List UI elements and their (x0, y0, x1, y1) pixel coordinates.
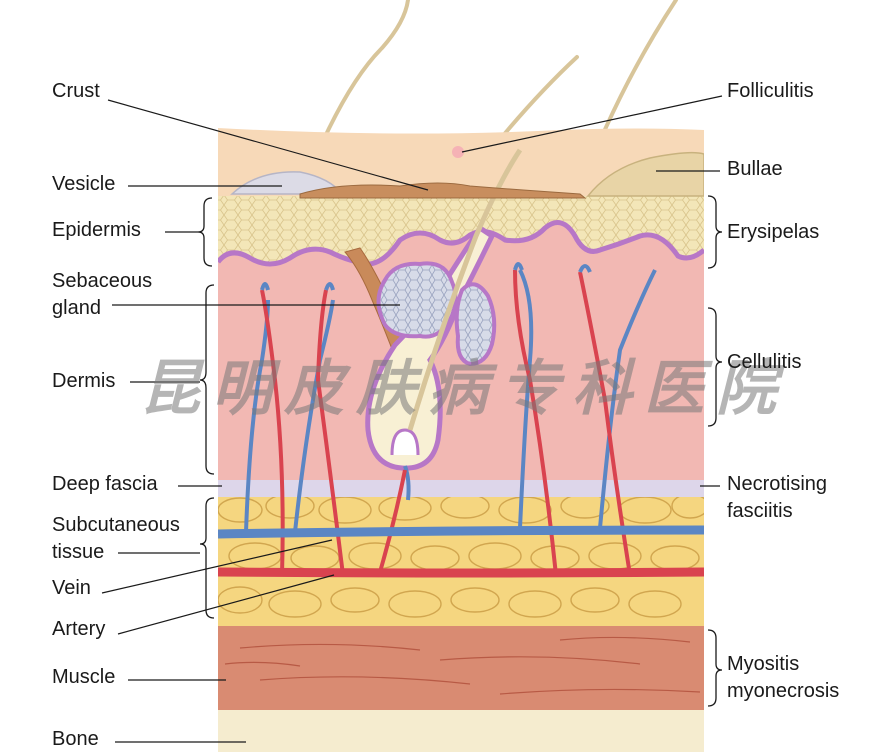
label-myositis-line2: myonecrosis (727, 678, 839, 705)
hair-papilla (392, 430, 418, 455)
label-erysipelas: Erysipelas (727, 219, 819, 246)
label-muscle: Muscle (52, 664, 115, 691)
label-epidermis: Epidermis (52, 217, 141, 244)
watermark: 昆明皮肤病专科医院 (140, 340, 788, 427)
label-folliculitis: Folliculitis (727, 78, 814, 105)
muscle-layer (218, 624, 704, 710)
label-cellulitis: Cellulitis (727, 349, 801, 376)
right-brackets (708, 196, 722, 706)
label-bone: Bone (52, 726, 99, 753)
label-myositis-line1: Myositis (727, 651, 799, 678)
label-sebaceous-line2: gland (52, 295, 101, 322)
label-sebaceous-line1: Sebaceous (52, 268, 152, 295)
label-bullae: Bullae (727, 156, 783, 183)
deep-fascia-layer (218, 479, 704, 497)
label-artery: Artery (52, 616, 105, 643)
label-crust: Crust (52, 78, 100, 105)
subcutaneous-layer (218, 496, 704, 626)
label-subcutaneous-line2: tissue (52, 539, 104, 566)
label-necrotising-line2: fasciitis (727, 498, 793, 525)
main-artery (218, 572, 704, 573)
label-necrotising-line1: Necrotising (727, 471, 827, 498)
label-vesicle: Vesicle (52, 171, 115, 198)
label-subcutaneous-line1: Subcutaneous (52, 512, 180, 539)
label-vein: Vein (52, 575, 91, 602)
label-dermis: Dermis (52, 368, 115, 395)
bone-layer (218, 708, 704, 752)
label-deep-fascia: Deep fascia (52, 471, 158, 498)
main-vein (218, 530, 704, 534)
